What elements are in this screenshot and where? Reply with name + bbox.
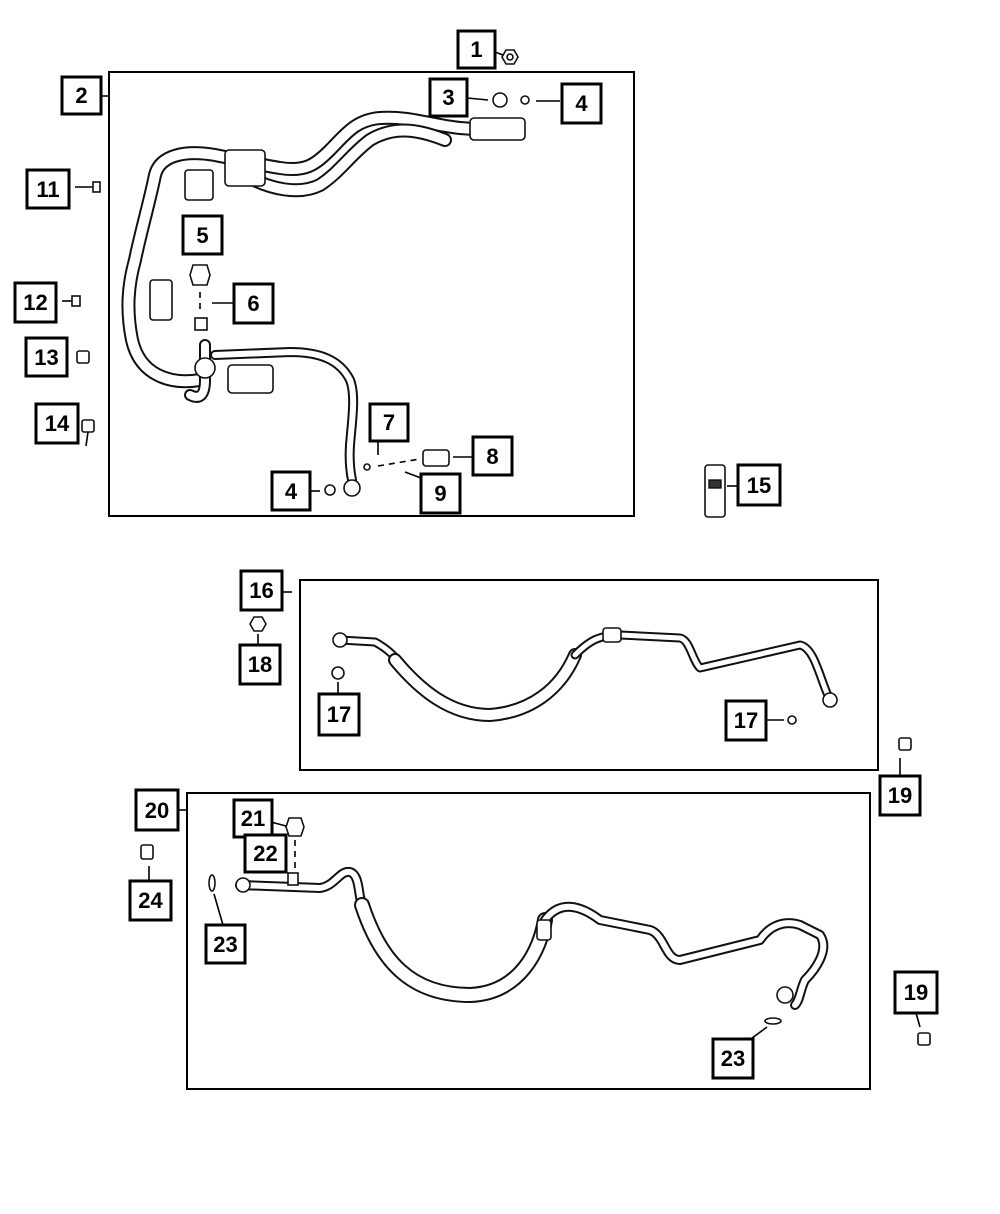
svg-text:18: 18: [248, 652, 272, 677]
callout-19-lower: 19: [893, 970, 939, 1015]
callout-16: 16: [239, 569, 284, 612]
svg-text:5: 5: [196, 223, 208, 248]
callout-9: 9: [419, 472, 462, 515]
svg-text:7: 7: [383, 410, 395, 435]
callout-24: 24: [128, 879, 173, 922]
valve-core-icon: [189, 264, 211, 286]
hose-assembly-middle: [332, 627, 838, 722]
callout-3: 3: [428, 77, 469, 118]
svg-text:15: 15: [747, 473, 771, 498]
svg-text:9: 9: [434, 481, 446, 506]
callout-22: 22: [243, 833, 288, 874]
svg-text:11: 11: [36, 177, 59, 202]
cap-icon: [898, 737, 912, 751]
hose-assembly-upper: [121, 110, 526, 497]
svg-text:19: 19: [904, 980, 928, 1005]
valve-core-icon: [422, 449, 450, 467]
callout-8: 8: [471, 435, 514, 477]
callout-20: 20: [134, 788, 180, 832]
svg-text:17: 17: [734, 708, 758, 733]
svg-text:21: 21: [241, 806, 265, 831]
callout-5: 5: [181, 214, 224, 256]
callout-1: 1: [456, 29, 497, 70]
svg-text:13: 13: [34, 345, 58, 370]
callout-6: 6: [232, 282, 275, 325]
callout-19: 19: [878, 774, 922, 817]
svg-text:23: 23: [213, 932, 237, 957]
o-ring-icon: [787, 715, 797, 725]
callout-17: 17: [317, 692, 361, 737]
svg-text:4: 4: [285, 479, 298, 504]
svg-text:14: 14: [45, 411, 70, 436]
svg-text:12: 12: [23, 290, 47, 315]
o-ring-icon: [363, 463, 371, 471]
o-ring-icon: [520, 95, 530, 105]
svg-text:22: 22: [253, 841, 277, 866]
svg-text:19: 19: [888, 783, 912, 808]
svg-text:20: 20: [145, 798, 169, 823]
clip-icon: [704, 464, 726, 518]
hex-nut-icon: [501, 49, 519, 65]
svg-text:1: 1: [470, 37, 482, 62]
cap-icon: [140, 844, 154, 860]
o-ring-icon: [764, 1017, 782, 1025]
callout-15: 15: [736, 463, 782, 507]
callout-21: 21: [232, 798, 274, 839]
callout-4: 4: [560, 82, 603, 125]
svg-text:2: 2: [75, 83, 87, 108]
cap-icon: [76, 350, 90, 364]
callout-17-right: 17: [724, 699, 768, 742]
o-ring-icon: [331, 666, 345, 680]
group-frame-20: [186, 792, 871, 1090]
valve-core-icon: [285, 817, 305, 837]
o-ring-icon: [492, 92, 508, 108]
bolt-icon: [62, 295, 81, 307]
svg-text:17: 17: [327, 702, 351, 727]
callout-7: 7: [368, 402, 410, 443]
svg-text:8: 8: [486, 444, 498, 469]
svg-text:3: 3: [442, 85, 454, 110]
leader-lines: [101, 51, 921, 1042]
bolt-icon: [81, 419, 95, 447]
callout-13: 13: [24, 336, 69, 378]
callout-23: 23: [204, 923, 247, 965]
callout-18: 18: [238, 643, 282, 686]
callout-11: 11: [25, 168, 71, 210]
group-frame-16: [299, 579, 879, 771]
callout-12: 12: [13, 281, 58, 324]
callout-14: 14: [34, 402, 80, 445]
o-ring-icon: [208, 874, 216, 892]
hex-nut-icon: [249, 616, 267, 632]
group-frame-2: [108, 71, 635, 517]
cap-icon: [917, 1032, 931, 1046]
bolt-icon: [75, 181, 101, 193]
callout-2: 2: [60, 75, 103, 116]
svg-text:23: 23: [721, 1046, 745, 1071]
svg-text:6: 6: [247, 291, 259, 316]
svg-text:4: 4: [575, 91, 588, 116]
callout-4-lower: 4: [270, 470, 312, 512]
o-ring-icon: [324, 484, 336, 496]
svg-text:24: 24: [138, 888, 163, 913]
svg-text:16: 16: [249, 578, 273, 603]
hose-assembly-lower: [235, 866, 829, 1010]
callout-23-lower: 23: [711, 1037, 755, 1080]
